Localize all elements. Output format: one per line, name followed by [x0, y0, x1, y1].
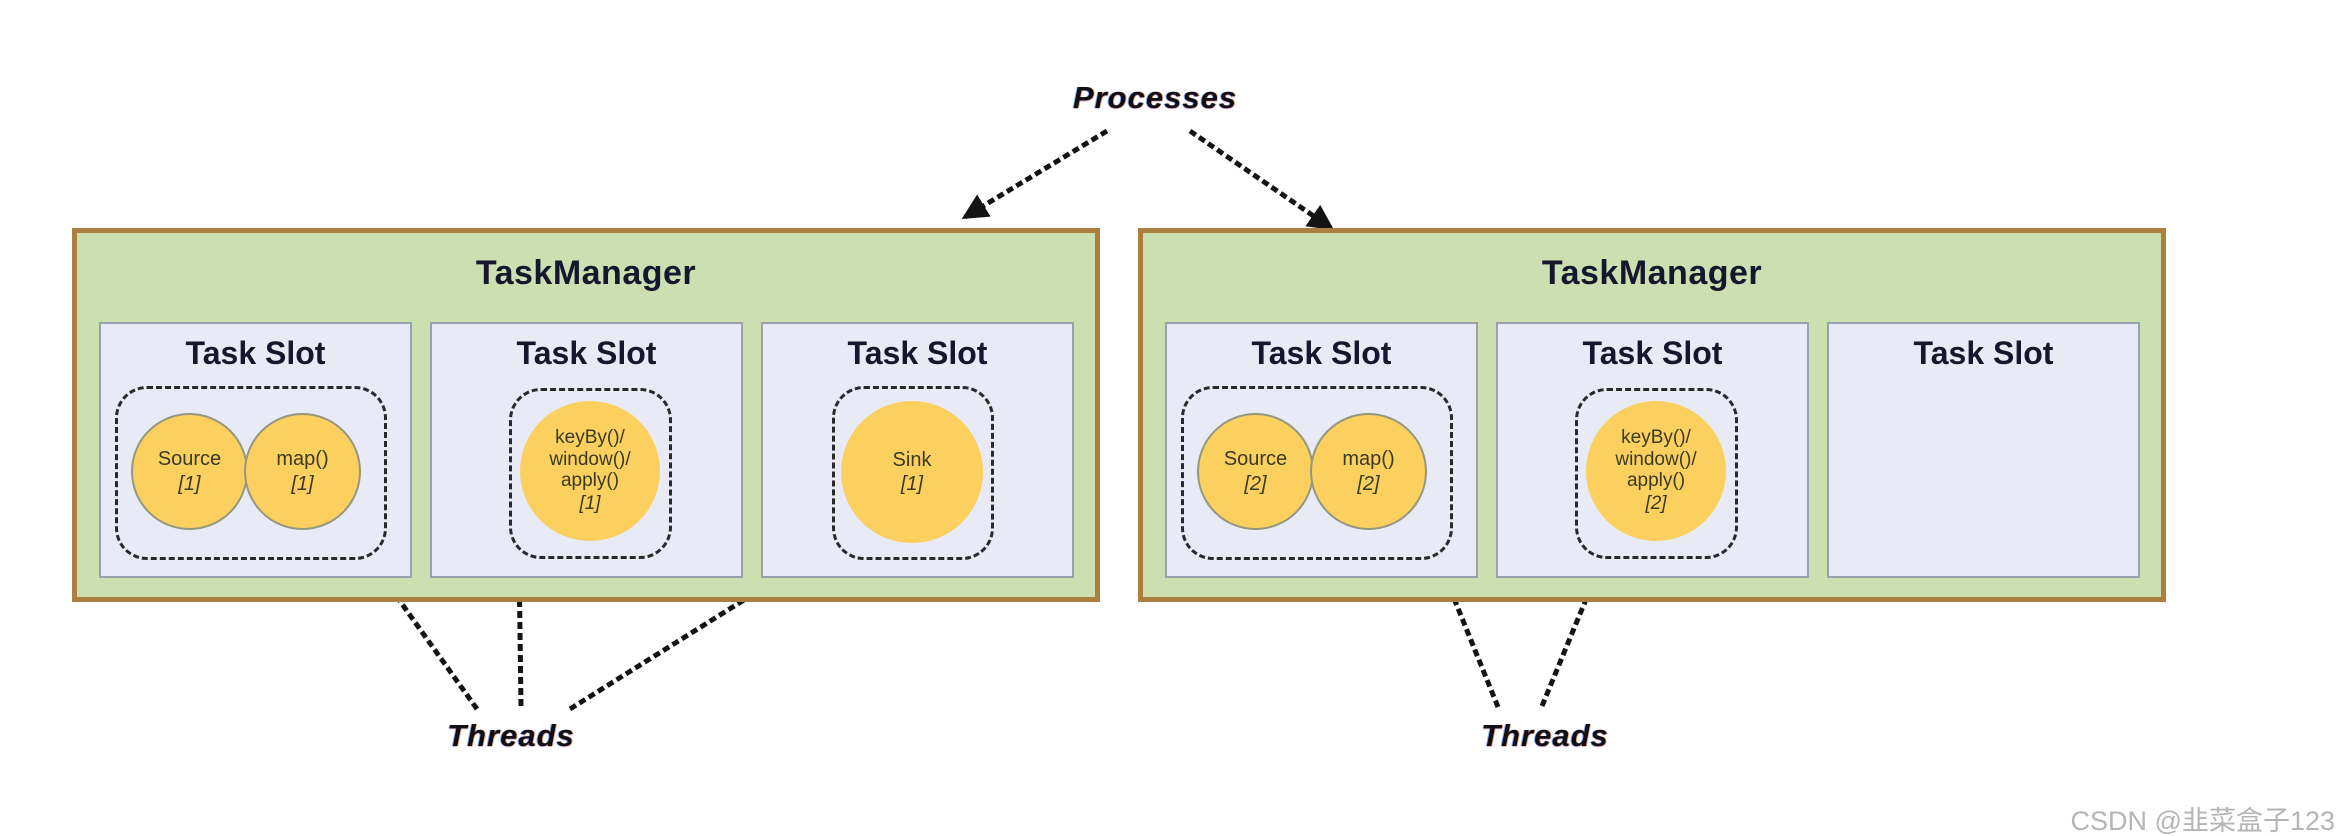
arrow-processes-to-taskmanager-2: [1188, 128, 1335, 231]
task-slot-1-3: Task Slot Sink [1]: [761, 322, 1074, 578]
task-slot-1-1-title: Task Slot: [185, 335, 326, 371]
task-slot-2-3-title: Task Slot: [1913, 335, 2054, 371]
operator-keyby-1-parallelism: [1]: [579, 493, 601, 515]
taskmanager-2-title: TaskManager: [1541, 254, 1763, 292]
operator-map-1-label: map(): [276, 448, 329, 471]
operator-chain-sink-1: Sink [1]: [832, 386, 994, 560]
taskmanager-1: TaskManager Task Slot Source [1] map() […: [72, 228, 1100, 602]
operator-chain-keyby-1: keyBy()/ window()/ apply() [1]: [509, 388, 672, 559]
task-slot-2-1-title: Task Slot: [1251, 335, 1392, 371]
operator-chain-source-map-2: Source [2] map() [2]: [1181, 386, 1453, 560]
operator-keyby-2: keyBy()/ window()/ apply() [2]: [1586, 401, 1726, 541]
operator-source-1-parallelism: [1]: [178, 472, 201, 495]
operator-map-1-parallelism: [1]: [291, 472, 314, 495]
operator-chain-source-map-1: Source [1] map() [1]: [115, 386, 387, 560]
task-slot-1-2: Task Slot keyBy()/ window()/ apply() [1]: [430, 322, 743, 578]
operator-source-1: Source [1]: [131, 413, 248, 530]
taskmanager-1-slots: Task Slot Source [1] map() [1] Task Slot: [99, 322, 1074, 578]
taskmanager-2-slots: Task Slot Source [2] map() [2] Task Slot: [1165, 322, 2140, 578]
task-slot-1-2-title: Task Slot: [516, 335, 657, 371]
operator-keyby-1-label: keyBy()/ window()/ apply(): [549, 427, 631, 491]
operator-chain-keyby-2: keyBy()/ window()/ apply() [2]: [1575, 388, 1738, 559]
operator-keyby-1: keyBy()/ window()/ apply() [1]: [520, 401, 660, 541]
task-slot-2-1: Task Slot Source [2] map() [2]: [1165, 322, 1478, 578]
threads-label-right: Threads: [1481, 718, 1609, 753]
csdn-watermark: CSDN @韭菜盒子123: [2070, 806, 2335, 836]
arrow-processes-to-taskmanager-1: [961, 128, 1109, 220]
operator-map-2-parallelism: [2]: [1357, 472, 1380, 495]
operator-map-1: map() [1]: [244, 413, 361, 530]
operator-sink-1-label: Sink: [892, 448, 932, 471]
task-slot-1-3-title: Task Slot: [847, 335, 988, 371]
operator-map-2-label: map(): [1342, 448, 1395, 471]
taskmanager-1-title: TaskManager: [475, 254, 697, 292]
operator-map-2: map() [2]: [1310, 413, 1427, 530]
operator-source-2-parallelism: [2]: [1244, 472, 1267, 495]
operator-keyby-2-parallelism: [2]: [1645, 493, 1667, 515]
operator-source-1-label: Source: [157, 448, 222, 471]
threads-label-left: Threads: [447, 718, 575, 753]
task-slot-2-3-empty: Task Slot: [1827, 322, 2140, 578]
operator-source-2-label: Source: [1223, 448, 1288, 471]
operator-sink-1-parallelism: [1]: [900, 473, 924, 495]
operator-keyby-2-label: keyBy()/ window()/ apply(): [1615, 427, 1697, 491]
processes-label: Processes: [1072, 80, 1238, 115]
task-slot-2-2: Task Slot keyBy()/ window()/ apply() [2]: [1496, 322, 1809, 578]
operator-source-2: Source [2]: [1197, 413, 1314, 530]
taskmanager-2: TaskManager Task Slot Source [2] map() […: [1138, 228, 2166, 602]
task-slot-1-1: Task Slot Source [1] map() [1]: [99, 322, 412, 578]
operator-sink-1: Sink [1]: [841, 401, 983, 543]
task-slot-2-2-title: Task Slot: [1582, 335, 1723, 371]
